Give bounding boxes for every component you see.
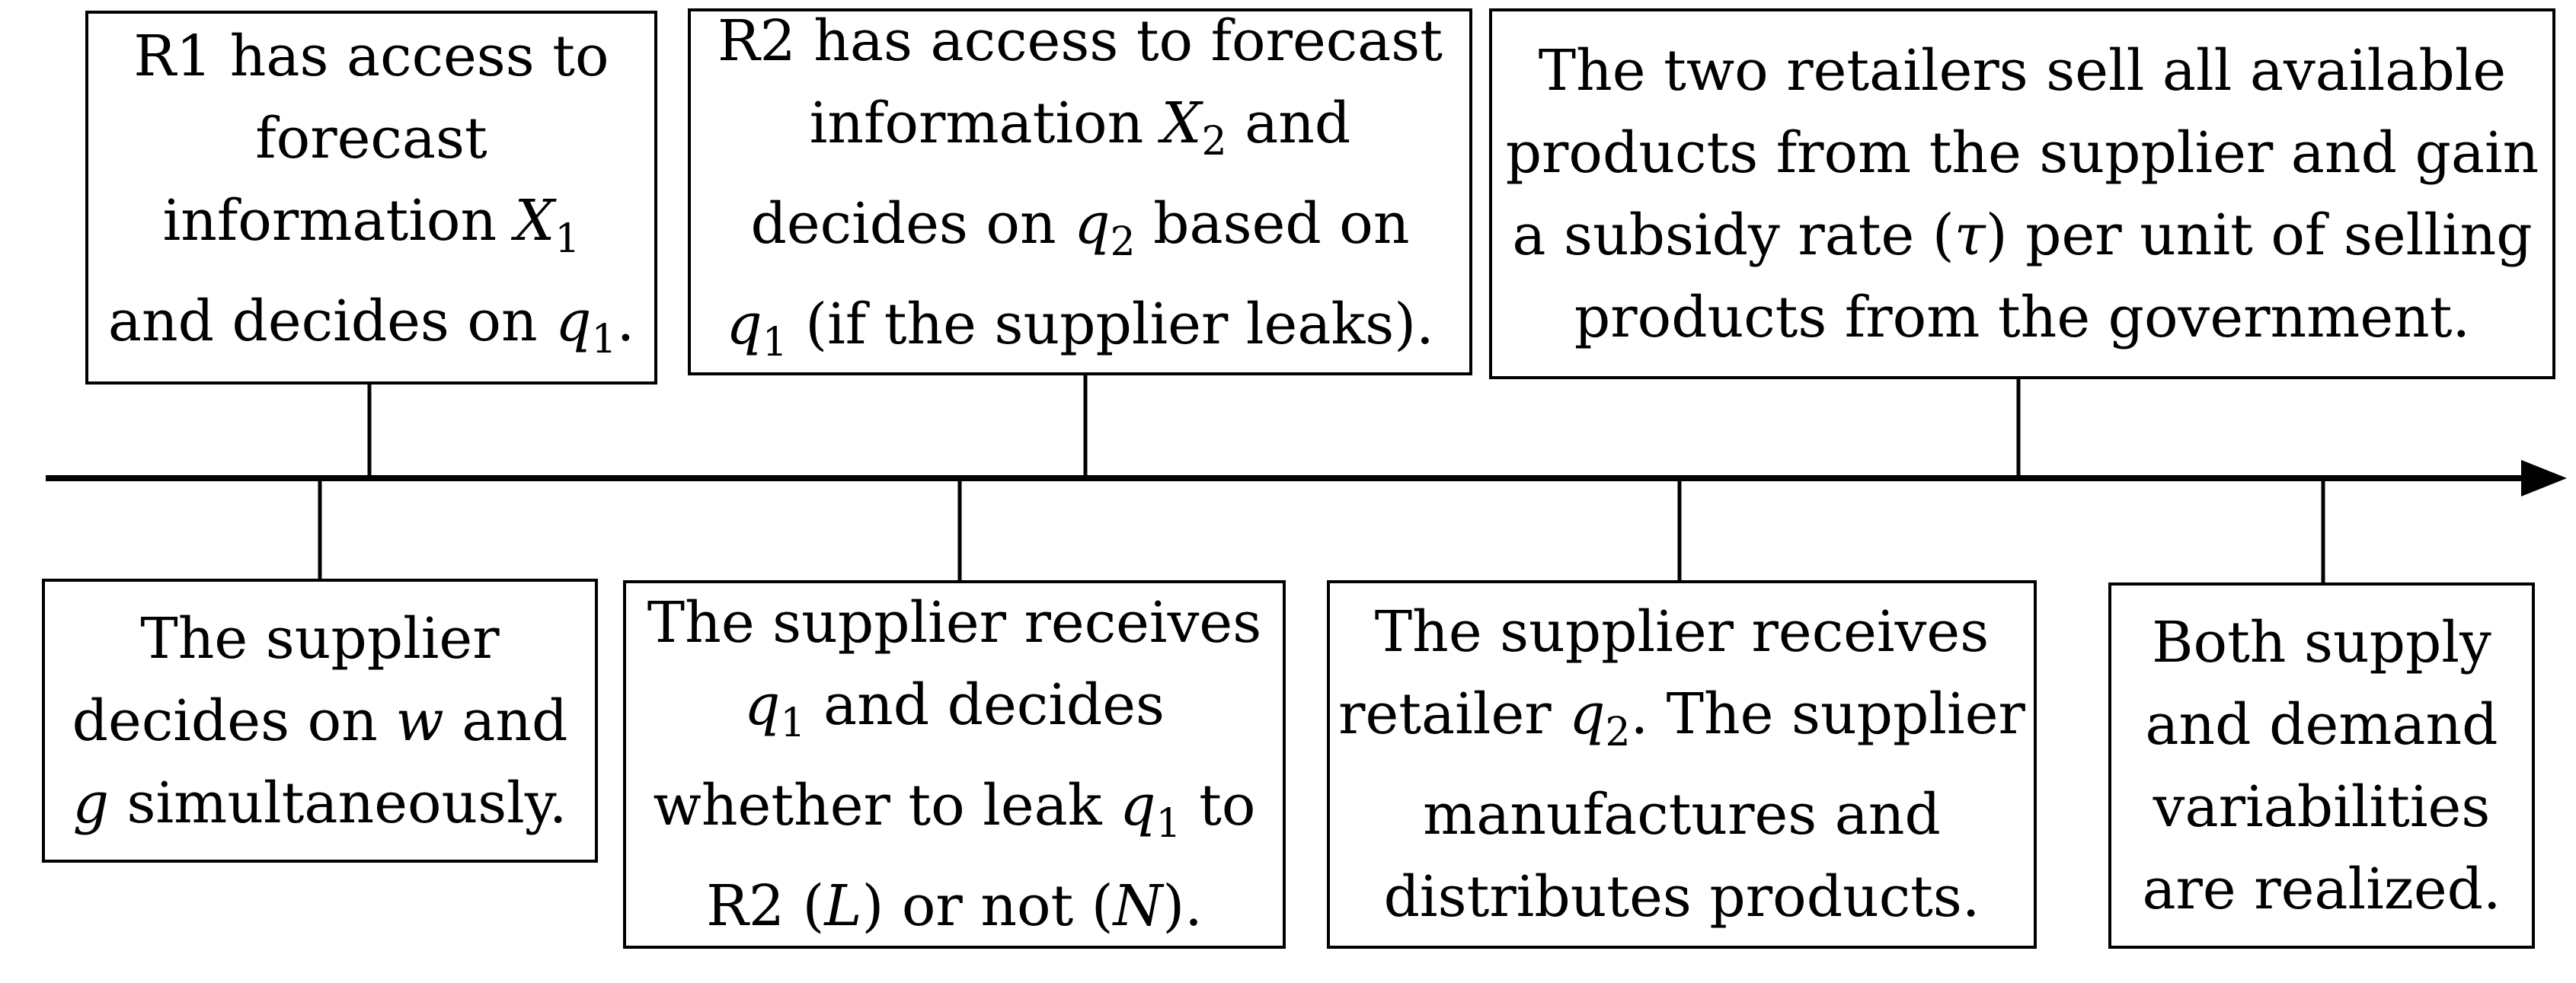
text-line: g simultaneously. — [72, 770, 567, 836]
math-subscript: 1 — [555, 215, 580, 262]
event-text: The two retailers sell all available prod… — [1506, 30, 2539, 359]
text-line: products from the supplier and gain — [1505, 120, 2539, 186]
math-symbol: q1 — [1120, 773, 1181, 847]
text-line: The supplier receives — [647, 590, 1262, 656]
text-line: R2 (L) or not (N). — [706, 873, 1203, 939]
text-line: whether to leak q1 to — [653, 773, 1256, 847]
event-text: Both supply and demand variabilities are re… — [2142, 602, 2501, 930]
math-subscript: 1 — [1155, 801, 1181, 847]
math-symbol: q1 — [726, 292, 788, 365]
math-symbol: N — [1113, 873, 1163, 939]
math-symbol: q2 — [1074, 191, 1136, 265]
text-line: variabilities — [2153, 774, 2491, 840]
math-symbol: L — [824, 873, 862, 939]
text-line: retailer q2. The supplier — [1338, 681, 2025, 755]
timeline-arrowhead — [2521, 460, 2567, 496]
event-box-r1-forecast: R1 has access to forecast information X1 an… — [85, 11, 657, 385]
text-line: are realized. — [2142, 856, 2501, 922]
text-line: and decides on q1. — [107, 288, 635, 362]
text-line: forecast — [255, 105, 487, 171]
event-box-retailers-sell: The two retailers sell all available prod… — [1489, 8, 2555, 379]
text-line: information X2 and — [809, 91, 1351, 164]
math-symbol: τ — [1954, 202, 1986, 268]
math-symbol: q1 — [555, 288, 617, 362]
event-text: R1 has access to forecast information X1 an… — [108, 15, 634, 381]
text-line: q1 (if the supplier leaks). — [726, 292, 1434, 365]
text-line: R2 has access to forecast — [717, 8, 1443, 74]
event-box-supplier-receives-q1: The supplier receives q1 and decides wheth… — [623, 580, 1286, 949]
text-line: distributes products. — [1383, 864, 1980, 930]
text-line: Both supply — [2152, 609, 2491, 675]
event-text: The supplier decides on w and g simultaneo… — [72, 598, 568, 844]
math-symbol: q1 — [743, 672, 806, 746]
event-box-supplier-receives-q2: The supplier receives retailer q2. The su… — [1327, 580, 2037, 949]
math-subscript: 1 — [591, 316, 617, 362]
text-line: manufactures and — [1423, 782, 1941, 847]
text-line: The two retailers sell all available — [1538, 37, 2507, 104]
text-line: R1 has access to — [133, 23, 609, 89]
math-subscript: 2 — [1110, 219, 1136, 265]
math-symbol: g — [72, 770, 110, 836]
event-text: R2 has access to forecast information X2 … — [718, 0, 1443, 384]
math-symbol: X1 — [514, 187, 580, 262]
math-symbol: X2 — [1161, 91, 1227, 164]
math-subscript: 1 — [780, 701, 806, 746]
text-line: decides on w and — [72, 688, 568, 754]
text-line: products from the government. — [1574, 284, 2471, 350]
math-subscript: 2 — [1605, 710, 1631, 755]
math-subscript: 1 — [762, 320, 788, 365]
event-text: The supplier receives q1 and decides wheth… — [647, 582, 1261, 947]
text-line: The supplier receives — [1374, 599, 1990, 665]
event-box-variabilities-realized: Both supply and demand variabilities are re… — [2108, 582, 2535, 949]
event-text: The supplier receives retailer q2. The su… — [1338, 591, 2025, 938]
math-symbol: w — [395, 688, 444, 754]
math-subscript: 2 — [1201, 119, 1227, 164]
event-box-r2-forecast: R2 has access to forecast information X2 … — [688, 8, 1472, 375]
text-line: a subsidy rate (τ) per unit of selling — [1512, 202, 2533, 268]
text-line: The supplier — [140, 605, 500, 672]
text-line: q1 and decides — [743, 672, 1165, 746]
text-line: and demand — [2145, 691, 2498, 758]
event-box-supplier-decides: The supplier decides on w and g simultaneo… — [42, 579, 598, 863]
math-symbol: q2 — [1569, 681, 1631, 755]
text-line: information X1 — [162, 187, 580, 262]
text-line: decides on q2 based on — [750, 191, 1410, 265]
